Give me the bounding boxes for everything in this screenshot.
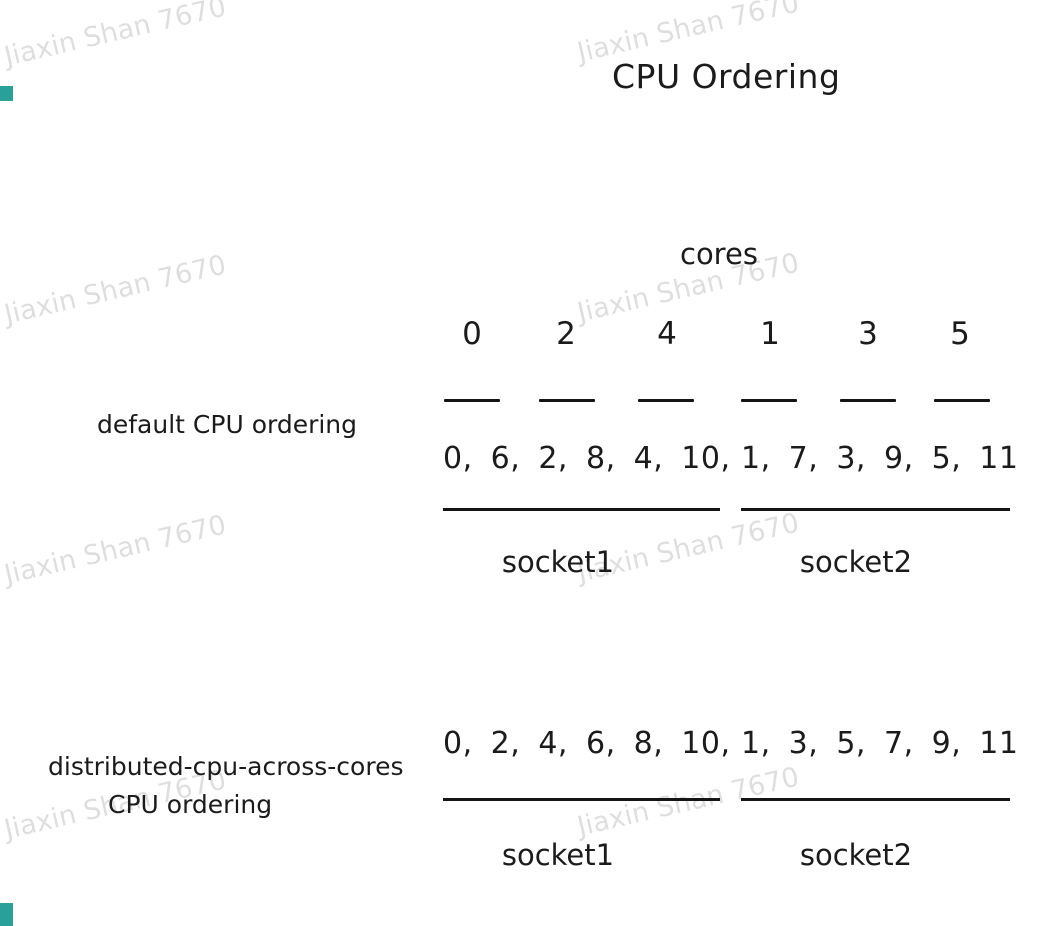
core-tick-line: [444, 399, 500, 402]
default-socket1-label: socket1: [501, 545, 615, 579]
distributed-socket2-underline: [741, 798, 1010, 801]
core-number-2: 2: [556, 316, 576, 352]
distributed-socket1-underline: [443, 798, 720, 801]
core-tick-line: [934, 399, 990, 402]
default-socket2-label: socket2: [799, 545, 913, 579]
core-tick-line: [638, 399, 694, 402]
core-number-0: 0: [462, 316, 482, 352]
core-number-4: 4: [657, 316, 677, 352]
core-number-3: 3: [858, 316, 878, 352]
core-number-5: 5: [950, 316, 970, 352]
default-socket2-cpu-list: 1, 7, 3, 9, 5, 11: [741, 441, 1019, 476]
distributed-ordering-label-line2: CPU ordering: [108, 790, 273, 819]
core-number-1: 1: [760, 316, 780, 352]
default-socket2-underline: [741, 508, 1010, 511]
core-tick-line: [840, 399, 896, 402]
distributed-socket1-cpu-list: 0, 2, 4, 6, 8, 10,: [443, 726, 731, 761]
distributed-socket1-label: socket1: [501, 838, 615, 872]
default-ordering-label: default CPU ordering: [97, 410, 358, 439]
teal-accent-bottom: [0, 903, 13, 926]
watermark-text: Jiaxin Shan 7670: [574, 761, 803, 843]
watermark-text: Jiaxin Shan 7670: [1, 509, 230, 591]
watermark-text: Jiaxin Shan 7670: [1, 249, 230, 331]
default-socket1-cpu-list: 0, 6, 2, 8, 4, 10,: [443, 441, 731, 476]
default-socket1-underline: [443, 508, 720, 511]
distributed-ordering-label-line1: distributed-cpu-across-cores: [48, 752, 404, 781]
core-tick-line: [741, 399, 797, 402]
distributed-socket2-label: socket2: [799, 838, 913, 872]
cores-label: cores: [680, 237, 758, 271]
diagram-title: CPU Ordering: [612, 57, 841, 96]
distributed-socket2-cpu-list: 1, 3, 5, 7, 9, 11: [741, 726, 1019, 761]
teal-accent-top: [0, 86, 13, 101]
core-tick-line: [539, 399, 595, 402]
watermark-text: Jiaxin Shan 7670: [1, 0, 230, 73]
